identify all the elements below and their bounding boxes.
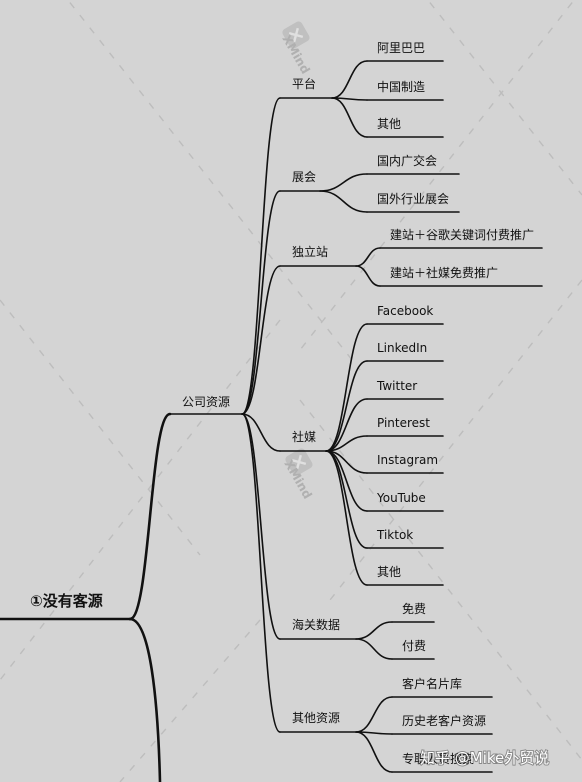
credit-watermark: 知乎 @Mike外贸说: [420, 749, 549, 767]
child-node-0-1[interactable]: 中国制造: [377, 79, 425, 94]
xmind-logo-icon: [282, 21, 310, 49]
child-node-1-0[interactable]: 国内广交会: [377, 153, 437, 168]
xmind-logo-icon: [285, 448, 313, 476]
branch-lines: [0, 60, 543, 782]
group-node-2[interactable]: 独立站: [292, 244, 328, 259]
child-branch: [355, 731, 393, 773]
child-branch: [319, 190, 368, 213]
child-branch: [355, 265, 381, 287]
group-branch: [241, 413, 281, 733]
child-node-0-0[interactable]: 阿里巴巴: [377, 41, 425, 55]
child-node-2-1[interactable]: 建站＋社媒免费推广: [390, 265, 498, 280]
child-branch: [325, 360, 368, 452]
root-to-level1-branch: [128, 412, 172, 621]
group-node-1[interactable]: 展会: [292, 170, 316, 184]
child-node-3-7[interactable]: 其他: [377, 565, 401, 579]
child-node-5-2[interactable]: 专职人员搜索: [402, 751, 474, 766]
group-branch: [241, 413, 281, 452]
node-labels: ①没有客源公司资源平台阿里巴巴中国制造其他展会国内广交会国外行业展会独立站建站＋…: [30, 41, 534, 766]
child-node-3-2[interactable]: Twitter: [376, 379, 417, 393]
child-node-1-1[interactable]: 国外行业展会: [377, 192, 449, 206]
child-branch: [355, 696, 393, 733]
child-branch: [355, 247, 381, 267]
child-node-3-6[interactable]: Tiktok: [376, 528, 413, 542]
child-node-5-0[interactable]: 客户名片库: [402, 676, 462, 691]
child-node-3-3[interactable]: Pinterest: [377, 416, 430, 430]
level1-node[interactable]: 公司资源: [182, 395, 230, 409]
group-node-5[interactable]: 其他资源: [292, 711, 340, 725]
child-node-2-0[interactable]: 建站＋谷歌关键词付费推广: [390, 227, 534, 242]
child-branch: [325, 450, 368, 549]
child-branch: [325, 435, 368, 452]
group-branch: [241, 190, 281, 415]
child-node-3-4[interactable]: Instagram: [377, 453, 438, 467]
group-node-4[interactable]: 海关数据: [292, 617, 340, 632]
child-branch: [355, 621, 393, 640]
child-node-0-2[interactable]: 其他: [377, 117, 401, 131]
root-node[interactable]: ①没有客源: [30, 592, 103, 610]
child-branch: [331, 60, 368, 99]
child-branch: [331, 97, 368, 138]
child-branch: [355, 638, 393, 660]
child-node-4-1[interactable]: 付费: [402, 639, 426, 653]
child-node-5-1[interactable]: 历史老客户资源: [402, 713, 486, 728]
child-node-4-0[interactable]: 免费: [402, 601, 426, 616]
group-branch: [241, 97, 281, 415]
child-node-3-1[interactable]: LinkedIn: [377, 341, 427, 355]
child-node-3-0[interactable]: Facebook: [377, 304, 433, 318]
child-node-3-5[interactable]: YouTube: [376, 491, 426, 505]
group-node-3[interactable]: 社媒: [292, 429, 316, 444]
child-branch: [319, 173, 368, 192]
group-branch: [241, 413, 281, 640]
root-continuation-branch: [128, 617, 162, 782]
group-branch: [241, 265, 281, 415]
child-branch: [325, 450, 368, 586]
child-branch: [325, 398, 368, 452]
child-branch: [325, 323, 368, 452]
group-node-0[interactable]: 平台: [292, 76, 316, 91]
